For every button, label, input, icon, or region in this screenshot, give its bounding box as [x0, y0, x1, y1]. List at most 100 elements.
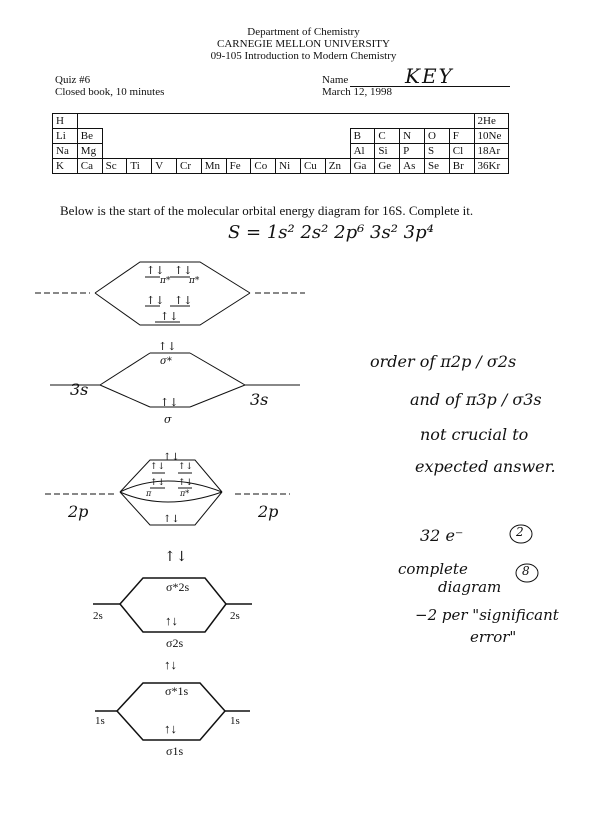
element-cell: K	[52, 158, 78, 174]
element-cell: 10Ne	[473, 128, 509, 144]
pi2p-star-electrons-b: ↑↓	[178, 462, 194, 472]
points-circle-electrons	[509, 524, 533, 544]
sigma3p-electrons: ↑↓	[160, 310, 179, 323]
element-cell: Zn	[324, 158, 351, 174]
mo-2p-inner-lower	[119, 491, 223, 503]
points-diagram: 8	[522, 564, 530, 578]
mo-3s-up-left	[99, 352, 151, 386]
points-electrons: 2	[516, 525, 524, 539]
label-3s-left: 3s	[70, 380, 89, 399]
mo-2p-group	[45, 459, 290, 526]
penalty-line1: −2 per "significant	[415, 606, 559, 624]
mo-2s-group	[93, 577, 252, 633]
mo-2s-lower	[119, 603, 227, 633]
element-cell	[424, 113, 450, 129]
points-circle-diagram	[515, 563, 539, 583]
pi2p-star-electrons-a: ↑↓	[150, 462, 166, 472]
element-cell	[374, 113, 400, 129]
element-cell	[201, 113, 227, 129]
university-title: CARNEGIE MELLON UNIVERSITY	[217, 38, 390, 50]
pi3p-star-electrons-b: ↑↓	[174, 264, 193, 277]
pi3p-electrons-a: ↑↓	[146, 294, 165, 307]
element-cell	[176, 113, 202, 129]
mo-3p-group	[35, 261, 305, 326]
arrows-above-1s: ↑↓	[164, 657, 177, 672]
sigma2p-star-electrons: ↑↓	[163, 452, 180, 463]
mo-3s-up-right	[189, 352, 246, 386]
note-line-2: and of π3p / σ3s	[410, 390, 542, 409]
label-3s-right: 3s	[250, 390, 269, 409]
label-1s-right: 1s	[230, 715, 240, 727]
label-1s-left: 1s	[95, 715, 105, 727]
quiz-rules: Closed book, 10 minutes	[55, 86, 165, 98]
sigma3s-star-electrons: ↑↓	[158, 340, 177, 353]
pi2p-star-label: π*	[180, 489, 190, 498]
pi3p-star-label-b: π*	[189, 276, 200, 286]
sigma2p-electrons: ↑↓	[163, 514, 180, 525]
penalty-line2: error"	[470, 628, 517, 646]
complete-diagram-line2: diagram	[438, 578, 502, 596]
mo-2s-upper	[119, 577, 227, 605]
element-cell: Co	[250, 158, 277, 174]
mo-2p-upper-curve	[119, 459, 223, 493]
sigma1s-electrons: ↑↓	[164, 721, 177, 736]
label-2p-right: 2p	[258, 502, 279, 521]
pi3p-star-label-a: π*	[160, 276, 171, 286]
note-line-1: order of π2p / σ2s	[370, 352, 517, 371]
complete-diagram-line1: complete	[398, 560, 468, 578]
element-cell	[350, 113, 375, 129]
mo-3s-down-left	[99, 384, 151, 408]
mo-3s-group	[50, 352, 300, 408]
mo-3p-lower-curve	[94, 292, 251, 326]
mo-2p-inner-upper	[119, 480, 223, 493]
element-cell: Mn	[200, 158, 227, 174]
course-title: 09-105 Introduction to Modern Chemistry	[210, 50, 397, 62]
arrows-above-2s: ↑↓	[164, 549, 188, 565]
mo-3p-upper-curve	[94, 261, 251, 294]
sigma2s-star-label: σ*2s	[166, 580, 190, 594]
mo-1s-group	[95, 682, 250, 741]
name-value: KEY	[405, 64, 454, 88]
sigma3s-star-label: σ*	[160, 356, 172, 367]
pi3p-star-electrons-a: ↑↓	[146, 264, 165, 277]
electron-config: S = 1s² 2s² 2p⁶ 3s² 3p⁴	[228, 222, 434, 243]
sigma2s-label: σ2s	[166, 636, 184, 650]
name-label: Name	[322, 74, 349, 86]
mo-1s-lower	[116, 710, 226, 741]
element-cell	[449, 113, 475, 129]
element-cell	[300, 113, 326, 129]
label-2s-left: 2s	[93, 610, 103, 622]
element-cell: Fe	[225, 158, 252, 174]
sigma1s-label: σ1s	[166, 744, 184, 758]
mo-2p-lower-curve	[119, 491, 223, 526]
element-cell: Ca	[76, 158, 103, 174]
element-cell: 18Ar	[473, 143, 509, 159]
label-2s-right: 2s	[230, 610, 240, 622]
note-line-3: not crucial to	[420, 425, 529, 444]
element-cell	[275, 113, 301, 129]
label-2p-left: 2p	[68, 502, 89, 521]
electron-count: 32 e⁻	[420, 526, 464, 545]
element-cell	[226, 113, 251, 129]
sigma3s-label: σ	[164, 413, 172, 426]
sigma3s-electrons: ↑↓	[160, 396, 179, 409]
sigma1s-star-label: σ*1s	[165, 684, 189, 698]
pi3p-electrons-b: ↑↓	[174, 294, 193, 307]
element-cell	[399, 113, 425, 129]
department-title: Department of Chemistry	[247, 26, 360, 38]
element-cell	[250, 113, 276, 129]
element-cell: As	[399, 158, 425, 174]
quiz-date: March 12, 1998	[322, 86, 392, 98]
pi2p-electrons-b: ↑↓	[178, 478, 194, 488]
element-cell	[325, 113, 351, 129]
element-cell: 2He	[473, 113, 509, 129]
element-cell	[126, 113, 152, 129]
element-cell: Ge	[374, 158, 401, 174]
element-cell	[151, 113, 177, 129]
